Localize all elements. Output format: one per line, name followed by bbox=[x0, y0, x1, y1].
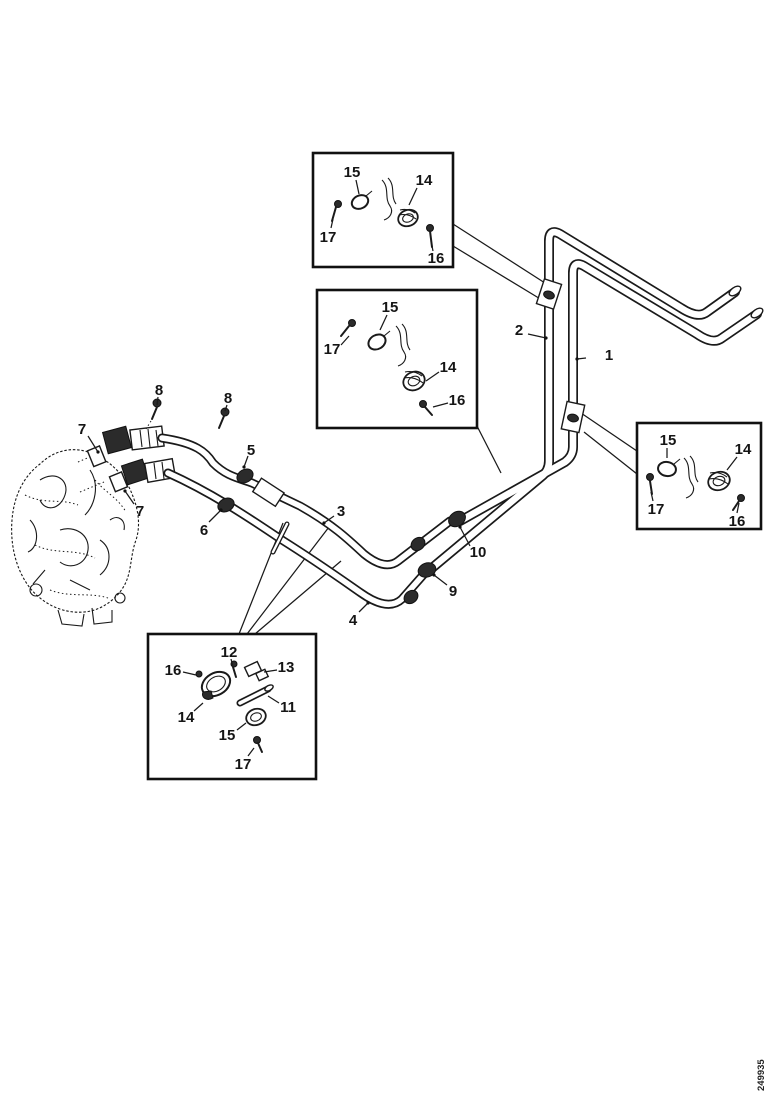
inset-box-bottom: 16 12 13 11 14 15 17 bbox=[146, 632, 318, 781]
callout-17-label: 17 bbox=[235, 756, 252, 773]
leader-line bbox=[452, 223, 546, 284]
grommet-14-glyph bbox=[402, 370, 426, 392]
clamp-15-glyph bbox=[367, 330, 391, 351]
callout-17-label: 17 bbox=[648, 501, 665, 518]
callout-11-label: 11 bbox=[280, 699, 296, 716]
inset-box-middle-border bbox=[315, 288, 479, 430]
callout-7a-label: 7 bbox=[78, 421, 86, 438]
clamp-hose3-riser bbox=[410, 536, 426, 552]
callout-16-label: 16 bbox=[428, 250, 445, 267]
callout-15-label: 15 bbox=[219, 727, 236, 744]
callout-7b-label: 7 bbox=[136, 503, 144, 520]
clamp-10 bbox=[448, 510, 466, 528]
callout-17-label: 17 bbox=[324, 341, 341, 358]
bolt-8b-glyph bbox=[218, 407, 230, 429]
bolt-16-glyph bbox=[419, 400, 433, 416]
pipe-2-end-cap bbox=[728, 285, 742, 297]
inset-box-right: 15 14 17 16 bbox=[635, 421, 763, 531]
ring-clamp-glyph bbox=[200, 670, 232, 700]
bracket-glyph bbox=[395, 323, 411, 367]
leader-line bbox=[452, 245, 543, 301]
callout-3-label: 3 bbox=[337, 503, 345, 520]
callout-1-label: 1 bbox=[605, 347, 613, 364]
upper-hose-fitting bbox=[86, 425, 165, 468]
inset-box-middle: 15 17 14 16 bbox=[315, 288, 479, 430]
callout-16-label: 16 bbox=[449, 392, 466, 409]
callout-8b-label: 8 bbox=[224, 390, 232, 407]
callout-10-label: 10 bbox=[470, 544, 487, 561]
callout-6-label: 6 bbox=[200, 522, 208, 539]
leader-line bbox=[246, 526, 330, 635]
pipes-and-hoses bbox=[157, 227, 764, 609]
callout-5-label: 5 bbox=[247, 442, 255, 459]
callout-15-label: 15 bbox=[344, 164, 361, 181]
callout-13-label: 13 bbox=[278, 659, 295, 676]
main-callouts: 1 2 3 4 5 6 7 7 8 8 9 10 bbox=[78, 322, 613, 629]
grommet-14-glyph bbox=[707, 470, 731, 492]
clamp-15-glyph bbox=[657, 458, 681, 478]
lower-hose-fitting bbox=[108, 457, 177, 493]
bolt-17-glyph bbox=[646, 473, 654, 495]
callout-12-label: 12 bbox=[221, 644, 238, 661]
clamp-5 bbox=[236, 468, 254, 484]
bolt-8a-glyph bbox=[145, 398, 162, 430]
bracket-glyph bbox=[683, 455, 699, 499]
leader-line bbox=[476, 425, 502, 474]
callout-17-label: 17 bbox=[320, 229, 337, 246]
pipe-mount-lower bbox=[560, 400, 586, 434]
hose-clamps bbox=[217, 468, 466, 605]
bracket-13-glyph bbox=[243, 660, 270, 682]
grommet-15-glyph bbox=[245, 707, 267, 727]
callout-16-label: 16 bbox=[729, 513, 746, 530]
hose-3-sleeve bbox=[251, 477, 286, 508]
bolt-17-glyph bbox=[253, 736, 263, 753]
bolt-17-glyph bbox=[340, 319, 356, 337]
inset-box-top-border bbox=[311, 151, 455, 269]
stub-11-glyph bbox=[236, 684, 274, 707]
pipe-mount-upper bbox=[535, 277, 563, 311]
leader-line bbox=[580, 412, 638, 452]
callout-14-label: 14 bbox=[178, 709, 195, 726]
callout-8a-label: 8 bbox=[155, 382, 163, 399]
callout-4-label: 4 bbox=[349, 612, 358, 629]
callout-9-label: 9 bbox=[449, 583, 457, 600]
figure-number: 249935 bbox=[756, 1059, 767, 1091]
callout-15-label: 15 bbox=[660, 432, 677, 449]
bolt-17-glyph bbox=[331, 200, 342, 222]
bracket-glyph bbox=[381, 177, 397, 221]
clamp-15-glyph bbox=[350, 190, 373, 210]
clamp-6 bbox=[217, 497, 235, 513]
bolt-16-glyph bbox=[732, 494, 745, 511]
engine-block bbox=[11, 449, 140, 627]
callout-2-label: 2 bbox=[515, 322, 523, 339]
callout-14-label: 14 bbox=[440, 359, 457, 376]
hose-bracket-strip bbox=[270, 521, 290, 555]
callout-14-label: 14 bbox=[416, 172, 433, 189]
bolt-head-glyph bbox=[195, 670, 203, 678]
grommet-14-glyph bbox=[397, 208, 419, 228]
clamp-9 bbox=[417, 562, 437, 578]
inset-box-bottom-border bbox=[146, 632, 318, 781]
inset-box-top: 15 17 14 16 bbox=[311, 151, 455, 269]
leader-line bbox=[583, 431, 638, 475]
inset-box-right-border bbox=[635, 421, 763, 531]
callout-16-label: 16 bbox=[165, 662, 182, 679]
callout-15-label: 15 bbox=[382, 299, 399, 316]
pipe-1-end-cap bbox=[750, 307, 764, 319]
pin-12-glyph bbox=[230, 660, 238, 678]
callout-14-label: 14 bbox=[735, 441, 752, 458]
clamp-hose4-riser bbox=[403, 589, 419, 605]
